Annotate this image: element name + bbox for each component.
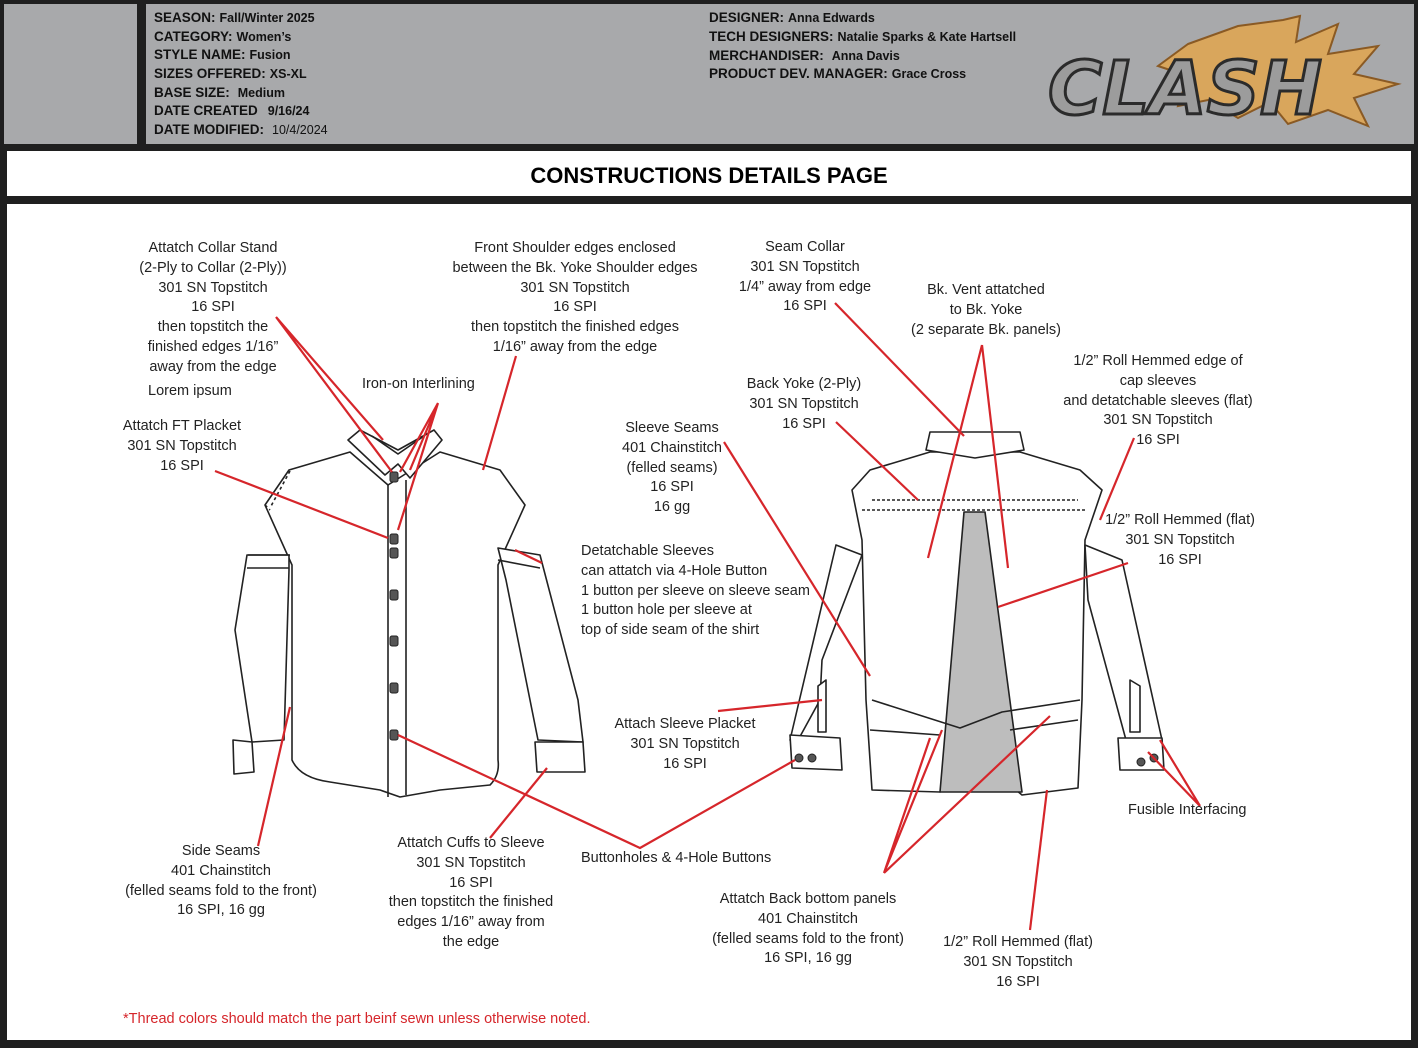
leader-lines bbox=[214, 302, 1201, 931]
header-side-panel bbox=[4, 4, 137, 144]
callout-buttonholes: Buttonholes & 4-Hole Buttons bbox=[581, 850, 772, 866]
callout-fusible-interfacing: Fusible Interfacing bbox=[1128, 802, 1247, 818]
header-sizes: SIZES OFFERED:XS-XL bbox=[154, 66, 307, 81]
title-bar: CONSTRUCTIONS DETAILS PAGE bbox=[7, 151, 1411, 196]
callout-lorem: Lorem ipsum bbox=[148, 383, 232, 399]
header-designer: DESIGNER:Anna Edwards bbox=[709, 10, 875, 25]
header-product-dev-manager: PRODUCT DEV. MANAGER:Grace Cross bbox=[709, 66, 967, 81]
clash-logo: CLASH bbox=[1047, 14, 1402, 132]
header-merchandiser: MERCHANDISER:Anna Davis bbox=[709, 48, 900, 63]
callout-collar-stand: Attatch Collar Stand(2-Ply to Collar (2-… bbox=[139, 240, 287, 375]
header-style-name: STYLE NAME:Fusion bbox=[154, 47, 291, 62]
front-shirt-drawing bbox=[232, 429, 586, 798]
logo-wordmark: CLASH bbox=[1048, 46, 1322, 132]
callout-interlining: Iron-on Interlining bbox=[362, 376, 475, 392]
header-date-modified: DATE MODIFIED:10/4/2024 bbox=[154, 122, 328, 137]
header-tech-designers: TECH DESIGNERS:Natalie Sparks & Kate Har… bbox=[709, 29, 1017, 44]
header-season: SEASON:Fall/Winter 2025 bbox=[154, 10, 315, 25]
header-category: CATEGORY:Women’s bbox=[154, 29, 292, 44]
back-shirt-drawing bbox=[789, 431, 1165, 796]
page-title: CONSTRUCTIONS DETAILS PAGE bbox=[530, 163, 888, 188]
thread-color-footnote: *Thread colors should match the part bei… bbox=[123, 1011, 591, 1027]
header-base-size: BASE SIZE:Medium bbox=[154, 85, 285, 100]
